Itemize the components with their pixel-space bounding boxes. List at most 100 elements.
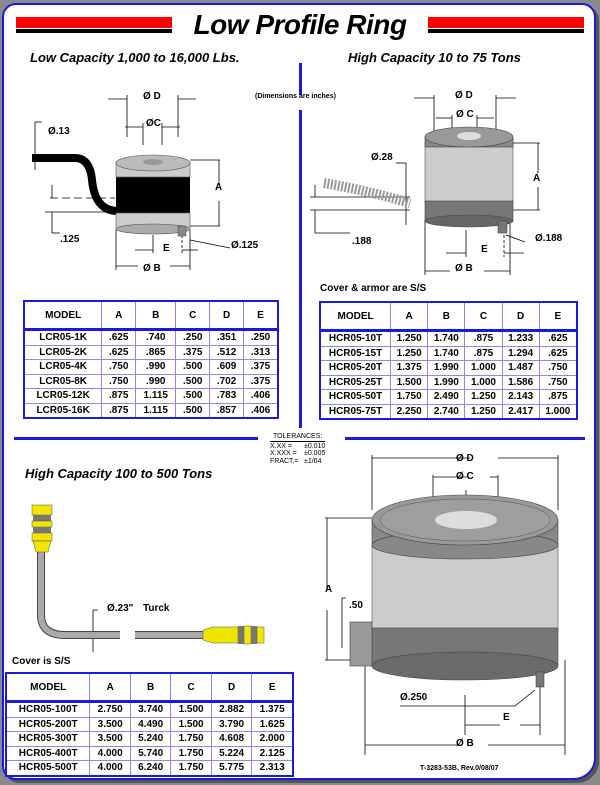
dim-a-label: A (215, 182, 223, 193)
dimension-cell: .750 (538, 374, 578, 390)
table-row: LCR05-1K.625.740.250.351.250 (23, 329, 279, 346)
dimension-cell: 1.990 (427, 360, 466, 376)
col-header: A (101, 300, 137, 331)
dimension-cell: .990 (135, 359, 177, 375)
dimension-cell: .500 (175, 402, 211, 419)
col-header: A (89, 672, 131, 703)
title-stripe-left (16, 17, 172, 34)
large-dim-c-label: Ø C (456, 471, 474, 482)
hc-dim-d-label: Ø D (455, 90, 473, 101)
model-cell: HCR05-400T (5, 745, 91, 761)
dimension-cell: 4.000 (89, 745, 131, 761)
col-header: D (209, 300, 244, 331)
dimension-cell: .625 (101, 329, 137, 346)
model-cell: LCR05-8K (23, 373, 103, 389)
dimension-cell: .625 (101, 344, 137, 360)
dimension-cell: 1.500 (390, 374, 429, 390)
dimension-cell: 4.490 (129, 716, 172, 732)
dimension-cell: 2.250 (390, 403, 429, 420)
vertical-divider-top (299, 63, 302, 95)
hc-dim-a-label: A (533, 173, 541, 184)
col-header: D (210, 672, 253, 703)
dimension-cell: 1.750 (170, 745, 212, 761)
model-cell: HCR05-10T (319, 330, 392, 347)
hc-small-note: Cover & armor are S/S (320, 283, 427, 294)
dim-e-label: E (163, 243, 170, 254)
dimension-cell: .857 (209, 402, 244, 419)
col-header: MODEL (319, 301, 392, 332)
dimension-cell: .875 (101, 388, 137, 404)
dimension-cell: 5.240 (129, 731, 172, 747)
dimension-cell: 2.490 (427, 389, 466, 405)
dimension-cell: 1.625 (251, 716, 294, 732)
turck-cable-diameter: Ø.23" (107, 603, 134, 614)
col-header: C (464, 301, 503, 332)
dimension-cell: 1.294 (501, 345, 540, 361)
dimension-cell: .500 (175, 359, 211, 375)
dimension-cell: .609 (209, 359, 244, 375)
dimension-cell: .750 (101, 373, 137, 389)
dimension-cell: 2.313 (251, 760, 294, 776)
dimension-cell: 5.224 (210, 745, 253, 761)
dimension-cell: 1.250 (390, 345, 429, 361)
dimension-cell: 1.750 (170, 760, 212, 776)
model-cell: HCR05-50T (319, 389, 392, 405)
dimension-cell: 3.790 (210, 716, 253, 732)
dimension-cell: .250 (175, 329, 211, 346)
dimension-cell: 1.750 (170, 731, 212, 747)
cable-diameter-label: Ø.13 (48, 126, 70, 137)
hc-offset-label: .188 (352, 236, 372, 247)
dimension-cell: 1.487 (501, 360, 540, 376)
dimension-cell: 5.740 (129, 745, 172, 761)
vertical-divider (299, 110, 302, 428)
hc-dim-c-label: Ø C (456, 109, 474, 120)
dimension-cell: 2.740 (427, 403, 466, 420)
dim-b-label: Ø B (143, 263, 161, 274)
dimension-cell: .875 (464, 345, 503, 361)
turck-cable-drawing (31, 504, 265, 652)
model-cell: HCR05-15T (319, 345, 392, 361)
model-cell: HCR05-100T (5, 701, 91, 718)
dimension-cell: 1.250 (464, 389, 503, 405)
dimension-cell: .313 (243, 344, 279, 360)
model-cell: HCR05-20T (319, 360, 392, 376)
table-header-row: MODEL A B C D E (23, 300, 279, 331)
document-number: T-3283-53B, Rev.0/08/07 (420, 765, 499, 772)
high-capacity-large-title: High Capacity 100 to 500 Tons (25, 466, 213, 481)
col-header: MODEL (23, 300, 103, 331)
pin-diameter-label: Ø.125 (231, 240, 259, 251)
dimension-cell: 2.417 (501, 403, 540, 420)
dim-d-label: Ø D (143, 91, 161, 102)
model-cell: LCR05-2K (23, 344, 103, 360)
dimension-cell: 1.990 (427, 374, 466, 390)
dimension-cell: 1.233 (501, 330, 540, 347)
title-stripe-right (428, 17, 584, 34)
model-cell: HCR05-75T (319, 403, 392, 420)
model-cell: LCR05-16K (23, 402, 103, 419)
col-header: C (175, 300, 211, 331)
large-dim-d-label: Ø D (456, 453, 474, 464)
tolerance-row: FRACT.=±1/64 (270, 457, 322, 465)
dimension-cell: 1.250 (464, 403, 503, 420)
dimension-cell: .625 (538, 330, 578, 347)
dimension-cell: 5.775 (210, 760, 253, 776)
offset-label: .125 (60, 234, 80, 245)
dimension-cell: 1.000 (464, 374, 503, 390)
dimension-cell: 2.750 (89, 701, 131, 718)
dimension-cell: .875 (538, 389, 578, 405)
model-cell: HCR05-25T (319, 374, 392, 390)
table-header-row: MODEL A B C D E (319, 301, 578, 332)
high-capacity-small-drawing (310, 95, 540, 275)
dimension-cell: 1.740 (427, 330, 466, 347)
dimension-cell: 1.115 (135, 388, 177, 404)
col-header: E (251, 672, 294, 703)
dimension-cell: 1.375 (390, 360, 429, 376)
